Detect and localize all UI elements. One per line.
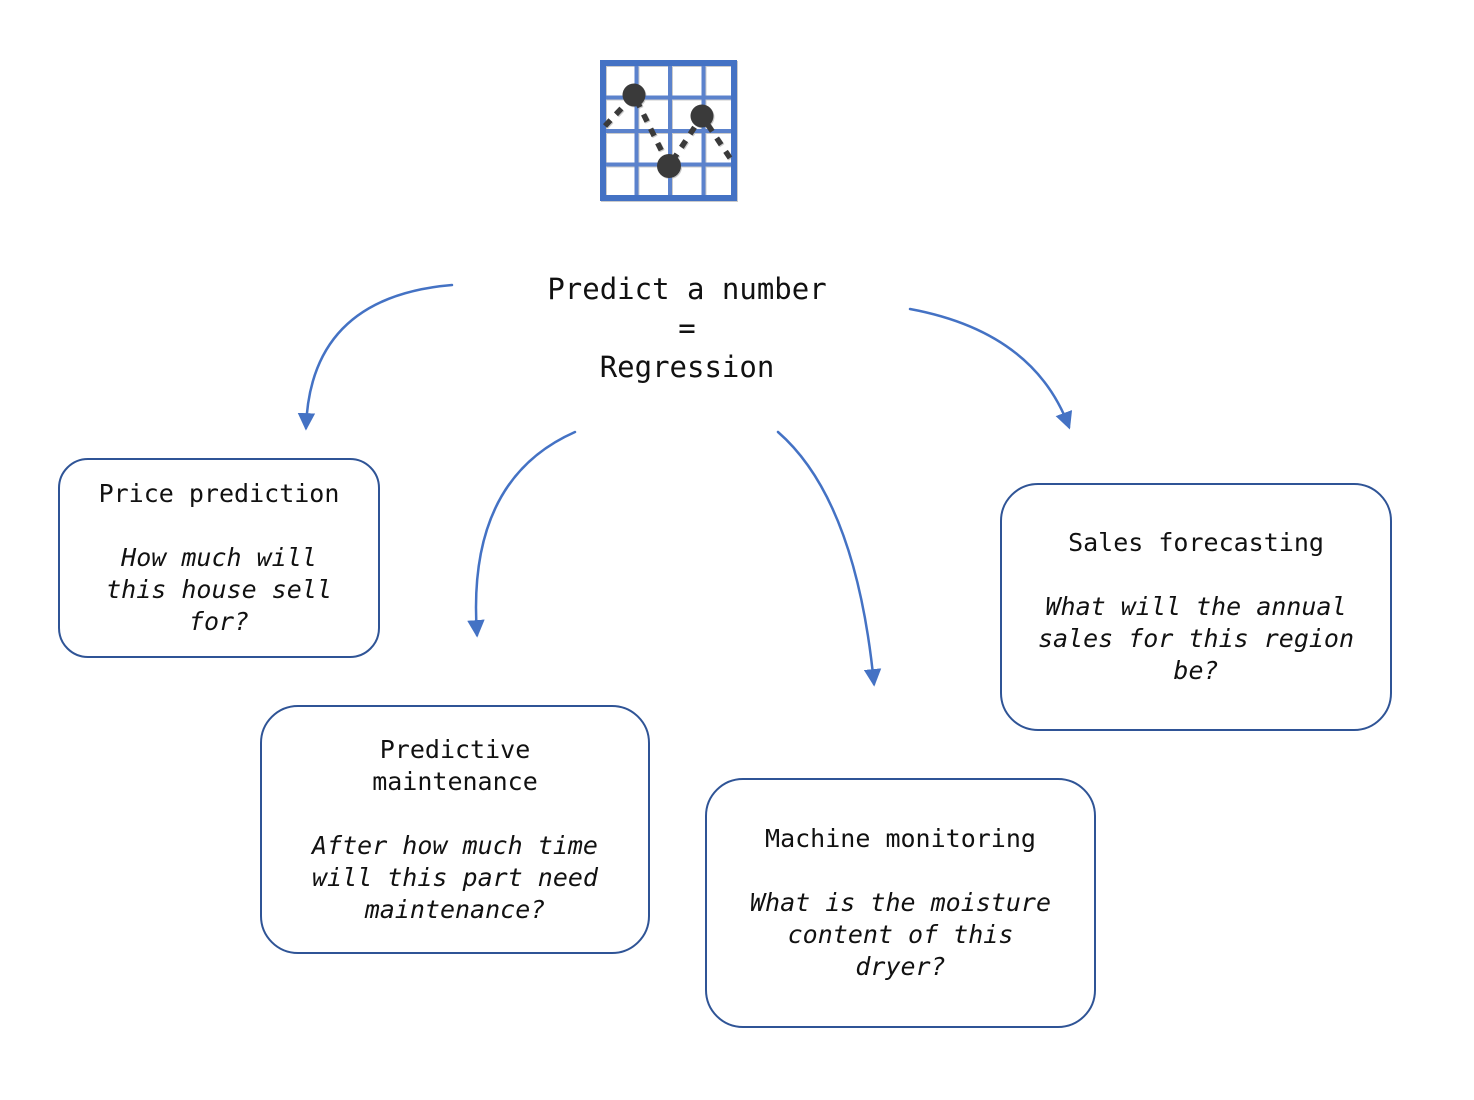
node-question: After how much time will this part need … [312, 830, 598, 924]
node-sales-forecasting: Sales forecasting What will the annual s… [1000, 483, 1392, 731]
node-price-prediction: Price prediction How much will this hous… [58, 458, 380, 658]
dashed-trend-line [602, 90, 733, 172]
node-heading: Machine monitoring [765, 824, 1036, 853]
node-heading: Price prediction [98, 479, 340, 508]
node-question: How much will this house sell for? [106, 543, 332, 636]
data-points [622, 83, 714, 178]
title-line-2: Regression [599, 350, 775, 384]
arrow-to-machine-monitoring [776, 430, 882, 687]
node-question: What is the moisture content of this dry… [749, 888, 1052, 981]
node-machine-monitoring: Machine monitoring What is the moisture … [705, 778, 1096, 1028]
arrow-to-predictive-maintenance [467, 430, 577, 638]
node-heading: Predictive maintenance [372, 734, 538, 796]
node-predictive-maintenance: Predictive maintenance After how much ti… [260, 705, 650, 954]
node-heading: Sales forecasting [1068, 528, 1324, 557]
line-chart-icon [600, 60, 737, 201]
central-concept-title: Predict a number = Regression [402, 270, 972, 387]
title-equals: = [678, 311, 696, 345]
node-question: What will the annual sales for this regi… [1037, 592, 1355, 685]
grid-border [600, 60, 737, 201]
title-line-1: Predict a number [547, 272, 827, 306]
